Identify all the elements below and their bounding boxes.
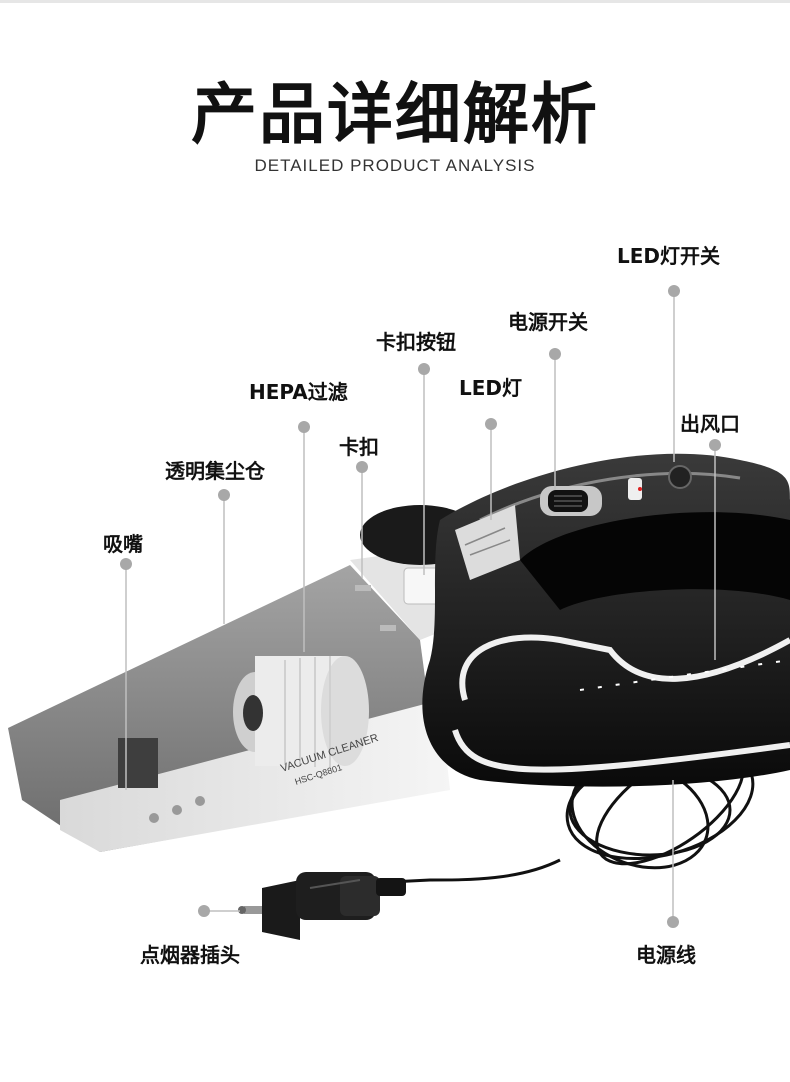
callout-dust-bin: 透明集尘仓 — [165, 459, 265, 483]
callout-cigarette-plug: 点烟器插头 — [140, 943, 240, 967]
top-divider — [0, 0, 790, 3]
callout-led-light: LED灯 — [459, 376, 523, 400]
page-title: 产品详细解析 — [191, 76, 599, 153]
callout-nozzle: 吸嘴 — [103, 532, 143, 556]
cigarette-plug — [238, 872, 406, 940]
callout-hepa-filter: HEPA过滤 — [249, 380, 348, 404]
page-subtitle: DETAILED PRODUCT ANALYSIS — [254, 156, 536, 175]
callout-clip: 卡扣 — [339, 435, 379, 459]
callout-led-switch: LED灯开关 — [617, 244, 721, 268]
callout-power-cord: 电源线 — [636, 943, 696, 967]
callout-air-outlet: 出风口 — [680, 412, 740, 436]
callout-leaders — [120, 285, 721, 928]
main-body — [360, 453, 790, 787]
dust-bin — [8, 565, 450, 852]
callout-power-switch: 电源开关 — [508, 310, 588, 334]
callout-clip-button: 卡扣按钮 — [376, 330, 456, 354]
